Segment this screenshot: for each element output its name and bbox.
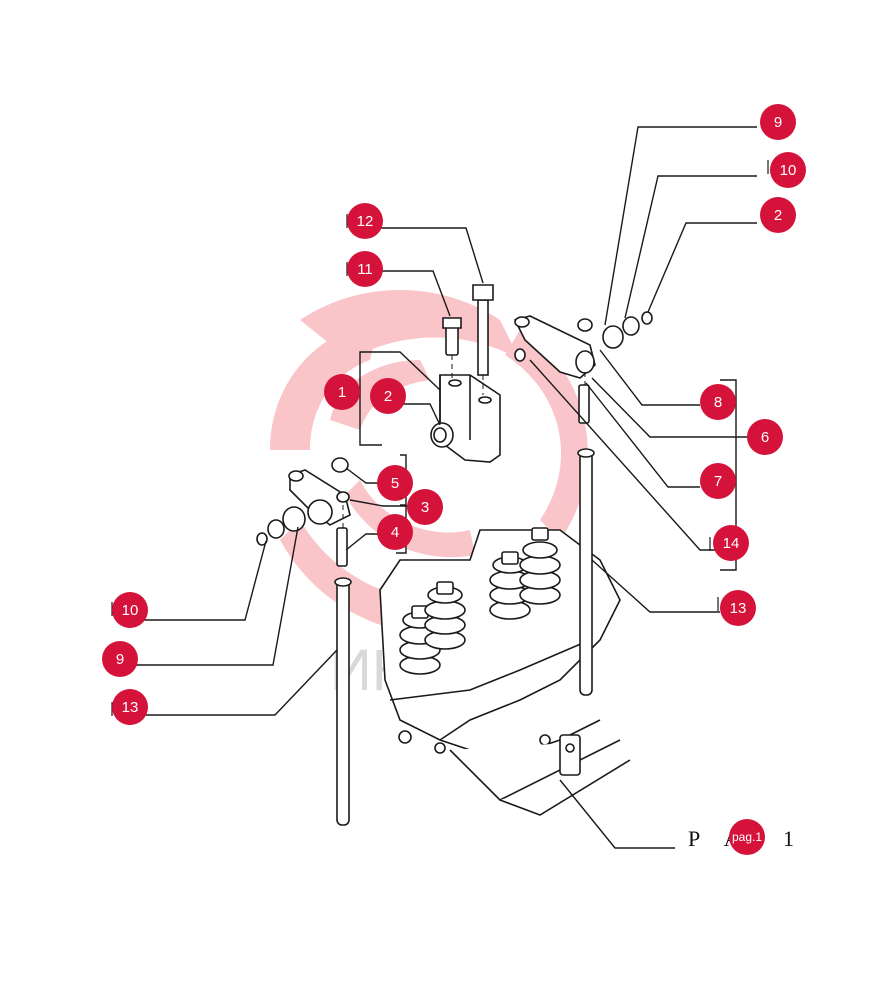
valve-spring-group [399, 527, 561, 675]
callout-9-left[interactable]: 9 [102, 641, 138, 677]
callout-5[interactable]: 5 [377, 465, 413, 501]
page-ref-suffix: 1 [783, 826, 804, 851]
callout-13-left[interactable]: 13 [112, 689, 148, 725]
callout-page-ref[interactable]: pag.1 [729, 819, 765, 855]
callout-4[interactable]: 4 [377, 514, 413, 550]
callout-3[interactable]: 3 [407, 489, 443, 525]
callout-2-top[interactable]: 2 [760, 197, 796, 233]
callout-6[interactable]: 6 [747, 419, 783, 455]
callout-2-left[interactable]: 2 [370, 378, 406, 414]
callout-14[interactable]: 14 [713, 525, 749, 561]
callout-9-top[interactable]: 9 [760, 104, 796, 140]
callout-1[interactable]: 1 [324, 374, 360, 410]
callout-10-top[interactable]: 10 [770, 152, 806, 188]
push-rod-left [336, 579, 350, 826]
center-lines [342, 355, 586, 528]
callout-13-right[interactable]: 13 [720, 590, 756, 626]
callout-8[interactable]: 8 [700, 384, 736, 420]
callout-10-left[interactable]: 10 [112, 592, 148, 628]
callout-12[interactable]: 12 [347, 203, 383, 239]
push-rod-right [579, 449, 593, 696]
parts-linework [256, 284, 653, 826]
callout-11[interactable]: 11 [347, 251, 383, 287]
callout-7[interactable]: 7 [700, 463, 736, 499]
